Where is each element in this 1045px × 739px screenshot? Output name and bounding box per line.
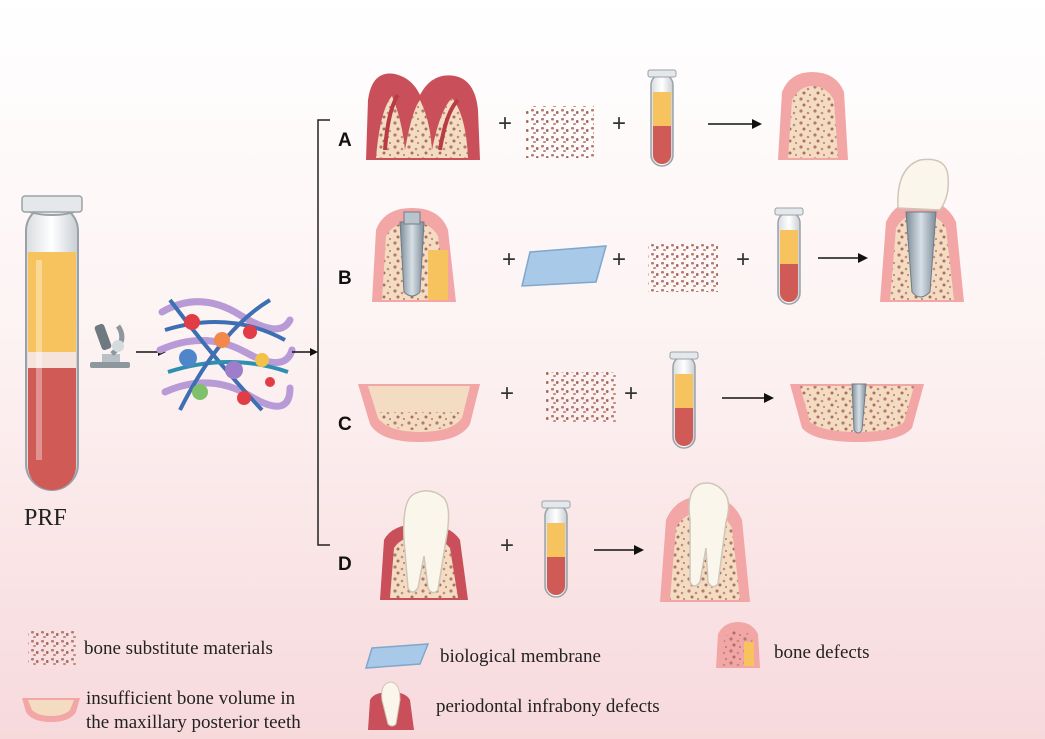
row-label-d: D (338, 554, 352, 575)
plus-sign: + (498, 110, 513, 137)
application-bracket (317, 119, 330, 546)
legend-icon-periodontal-defects (368, 681, 414, 730)
microscope-icon (90, 323, 130, 368)
prf-label: PRF (24, 505, 67, 531)
row-d-result-healed-tooth (660, 482, 750, 602)
fibrin-network-illustration (156, 298, 296, 412)
legend-label-periodontal-defects: periodontal infrabony defects (436, 696, 660, 717)
row-d-periodontal-infrabony-defect (380, 490, 468, 600)
row-b-implant-with-defect (372, 208, 456, 302)
bone-substitute-granules (526, 106, 594, 158)
prf-tube-small (669, 351, 699, 449)
bone-substitute-granules (546, 372, 616, 422)
legend-icon-insufficient-bone (22, 698, 80, 722)
legend-label-insufficient-bone-line2: the maxillary posterior teeth (86, 712, 301, 733)
bone-substitute-granules (648, 242, 718, 292)
legend-label-bone-defects: bone defects (774, 642, 870, 663)
row-label-c: C (338, 414, 352, 435)
legend-label-bone-substitute: bone substitute materials (84, 638, 273, 659)
row-a-result-bone (778, 72, 848, 160)
arrow-head (310, 348, 318, 356)
row-label-a: A (338, 130, 352, 151)
arrow-head (858, 253, 868, 263)
biological-membrane-sheet (521, 245, 608, 287)
plus-sign: + (624, 380, 639, 407)
legend-label-biological-membrane: biological membrane (440, 646, 601, 667)
arrow-head (634, 545, 644, 555)
legend-label-insufficient-bone-line1: insufficient bone volume in (86, 688, 296, 709)
arrow-head (764, 393, 774, 403)
row-a-periodontal-defect (366, 73, 480, 160)
legend-icon-bone-defects (716, 622, 760, 668)
plus-sign: + (612, 246, 627, 273)
plus-sign: + (736, 246, 751, 273)
row-c-insufficient-sinus-bone (358, 384, 480, 442)
row-c-result-augmented-sinus (790, 383, 924, 442)
plus-sign: + (502, 246, 517, 273)
plus-sign: + (612, 110, 627, 137)
row-label-b: B (338, 268, 352, 289)
plus-sign: + (500, 380, 515, 407)
legend-icon-biological-membrane (364, 643, 430, 669)
row-b-result-implant-crown (880, 158, 964, 302)
prf-tube-small (774, 207, 804, 305)
prf-tube-small (647, 69, 677, 167)
prf-tube-large (21, 195, 83, 491)
plus-sign: + (500, 532, 515, 559)
legend-icon-bone-substitute (28, 630, 76, 666)
arrow-head (752, 119, 762, 129)
prf-tube-small (541, 500, 571, 598)
